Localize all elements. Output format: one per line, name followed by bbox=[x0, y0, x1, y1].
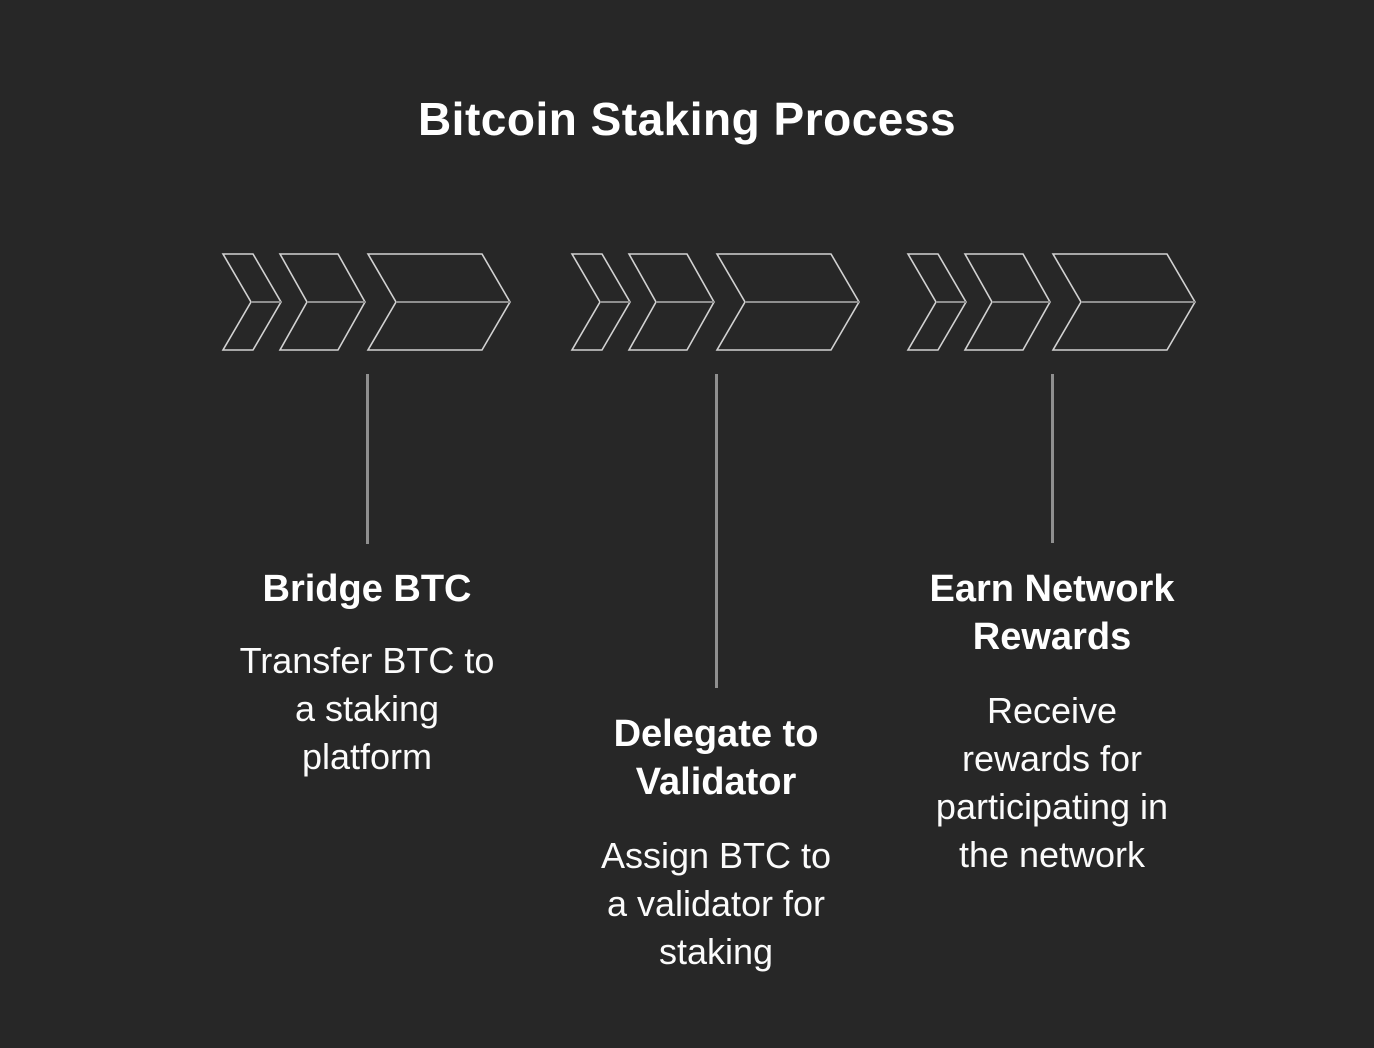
chevron-arrows-icon bbox=[906, 253, 1196, 351]
step-delegate-to-validator: Delegate to Validator Assign BTC to a va… bbox=[556, 0, 876, 1048]
step-earn-network-rewards: Earn Network Rewards Receive rewards for… bbox=[892, 0, 1212, 1048]
step-title: Bridge BTC bbox=[262, 568, 472, 610]
connector-line bbox=[1050, 374, 1054, 543]
step-title: Delegate to Validator bbox=[613, 713, 819, 803]
chevron-arrows-icon bbox=[221, 253, 511, 351]
step-description: Assign BTC to a validator for staking bbox=[600, 835, 832, 972]
step-description: Transfer BTC to a staking platform bbox=[239, 640, 495, 777]
step-bridge-btc: Bridge BTC Transfer BTC to a staking pla… bbox=[207, 0, 527, 1048]
chevron-arrows-icon bbox=[570, 253, 860, 351]
connector-line bbox=[365, 374, 369, 544]
connector-line bbox=[714, 374, 718, 688]
step-title: Earn Network Rewards bbox=[929, 568, 1175, 658]
diagram-title: Bitcoin Staking Process bbox=[417, 93, 957, 145]
step-description: Receive rewards for participating in the… bbox=[935, 690, 1169, 875]
